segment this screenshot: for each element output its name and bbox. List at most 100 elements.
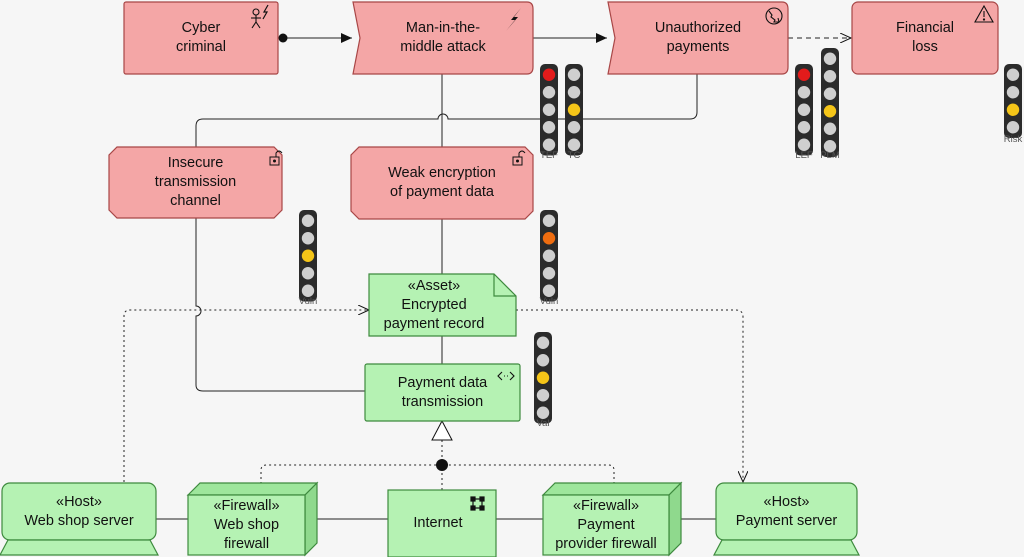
risk-indicators xyxy=(299,48,1022,424)
node-web-shop-firewall xyxy=(187,494,306,556)
lamp-off xyxy=(823,140,837,153)
node-mitm xyxy=(352,1,534,75)
lamp-off xyxy=(301,232,315,245)
caption-val: Val xyxy=(536,418,550,429)
lamp-off xyxy=(542,138,556,151)
label-line: Payment xyxy=(577,516,635,533)
label-line: Payment data xyxy=(397,374,488,391)
label-line: payments xyxy=(666,39,730,55)
caption-vuln-channel: Vuln xyxy=(298,296,318,307)
edge-asset-to-paymentserver xyxy=(516,309,743,482)
lamp-lit xyxy=(542,232,556,245)
actor-icon xyxy=(251,4,269,29)
label-line: Cyber xyxy=(181,20,221,36)
node-financial-loss xyxy=(851,1,999,75)
label-payment-server: «Host»Payment server xyxy=(716,483,857,540)
lamp-off xyxy=(301,214,315,227)
lamp-off xyxy=(823,87,837,100)
lamp-off xyxy=(301,267,315,280)
lamp-off xyxy=(542,121,556,134)
caption-plm: PLM xyxy=(820,150,840,161)
label-line: «Host» xyxy=(56,493,102,510)
lamp-off xyxy=(301,284,315,297)
lamp-off xyxy=(542,214,556,227)
lamp-off xyxy=(567,138,581,151)
node-provider-firewall-top xyxy=(541,482,683,496)
label-unauthorized-payments: Unauthorized payments xyxy=(615,2,781,74)
caption-tc: TC xyxy=(567,150,581,161)
label-line: Encrypted xyxy=(401,296,467,313)
label-line: channel xyxy=(170,193,221,209)
traffic-light-tef xyxy=(540,64,558,156)
lamp-off xyxy=(542,86,556,99)
label-line: payment record xyxy=(383,315,485,332)
label-line: Insecure xyxy=(167,155,224,171)
edge-webshop-to-asset xyxy=(123,310,369,482)
label-insecure-channel: Insecure transmission channel xyxy=(109,147,282,218)
lamp-off xyxy=(542,267,556,280)
node-cyber-criminal xyxy=(123,1,279,75)
warning-icon xyxy=(974,4,994,23)
lightning-icon xyxy=(506,8,521,31)
label-line: Payment server xyxy=(735,512,838,529)
lamp-off xyxy=(536,389,550,402)
label-weak-encryption: Weak encryption of payment data xyxy=(351,147,533,219)
threat-shapes xyxy=(108,1,999,220)
label-line: transmission xyxy=(154,174,237,190)
unlock-icon-encryption xyxy=(512,150,526,166)
label-mitm: Man-in-the-middle attack xyxy=(360,2,526,74)
lamp-lit xyxy=(823,105,837,118)
node-web-shop-server-base xyxy=(0,539,159,556)
label-line: Weak encryption xyxy=(388,165,496,181)
lamp-off xyxy=(567,68,581,81)
label-line: «Firewall» xyxy=(572,497,640,514)
lamp-off xyxy=(536,336,550,349)
node-internet xyxy=(387,489,497,557)
label-line: firewall xyxy=(223,535,270,552)
lamp-lit xyxy=(542,68,556,81)
node-weak-encryption xyxy=(350,146,534,220)
traffic-light-vuln_encryption xyxy=(540,210,558,302)
label-line: loss xyxy=(912,39,938,55)
lamp-lit xyxy=(536,371,550,384)
lamp-off xyxy=(542,103,556,116)
node-payment-transmission xyxy=(364,363,521,422)
label-line: provider firewall xyxy=(555,535,657,552)
lamp-lit xyxy=(1006,103,1020,116)
lamp-off xyxy=(1006,68,1020,81)
tech-shapes xyxy=(0,273,860,557)
lamp-off xyxy=(823,122,837,135)
label-line: criminal xyxy=(176,39,226,55)
lamp-off xyxy=(542,284,556,297)
label-line: Financial xyxy=(895,20,955,36)
lamp-lit xyxy=(797,68,811,81)
label-line: of payment data xyxy=(390,184,494,200)
label-line: transmission xyxy=(401,393,484,410)
lamp-off xyxy=(536,354,550,367)
lamp-lit xyxy=(301,249,315,262)
node-provider-firewall xyxy=(542,494,670,556)
lamp-off xyxy=(567,86,581,99)
lamp-off xyxy=(542,249,556,262)
label-line: «Asset» xyxy=(407,277,461,294)
node-asset xyxy=(368,273,517,337)
node-web-shop-firewall-top xyxy=(186,482,319,496)
label-payment-transmission: Payment data transmission xyxy=(365,364,520,421)
lamp-off xyxy=(567,121,581,134)
event-impact-icon xyxy=(765,7,783,25)
label-web-shop-server: «Host»Web shop server xyxy=(2,483,156,540)
lamp-off xyxy=(797,103,811,116)
node-web-shop-firewall-side xyxy=(304,481,318,557)
realization-triangle xyxy=(431,419,453,441)
traffic-light-vuln_channel xyxy=(299,210,317,302)
lamp-lit xyxy=(567,103,581,116)
label-line: Unauthorized xyxy=(654,20,742,36)
label-line: Internet xyxy=(413,515,463,531)
connectors xyxy=(123,33,851,520)
junction-dot xyxy=(436,459,448,471)
traffic-light-val xyxy=(534,332,552,424)
node-payment-server-base xyxy=(713,539,860,556)
node-unauthorized xyxy=(607,1,789,75)
caption-lef: LEF xyxy=(795,150,813,161)
